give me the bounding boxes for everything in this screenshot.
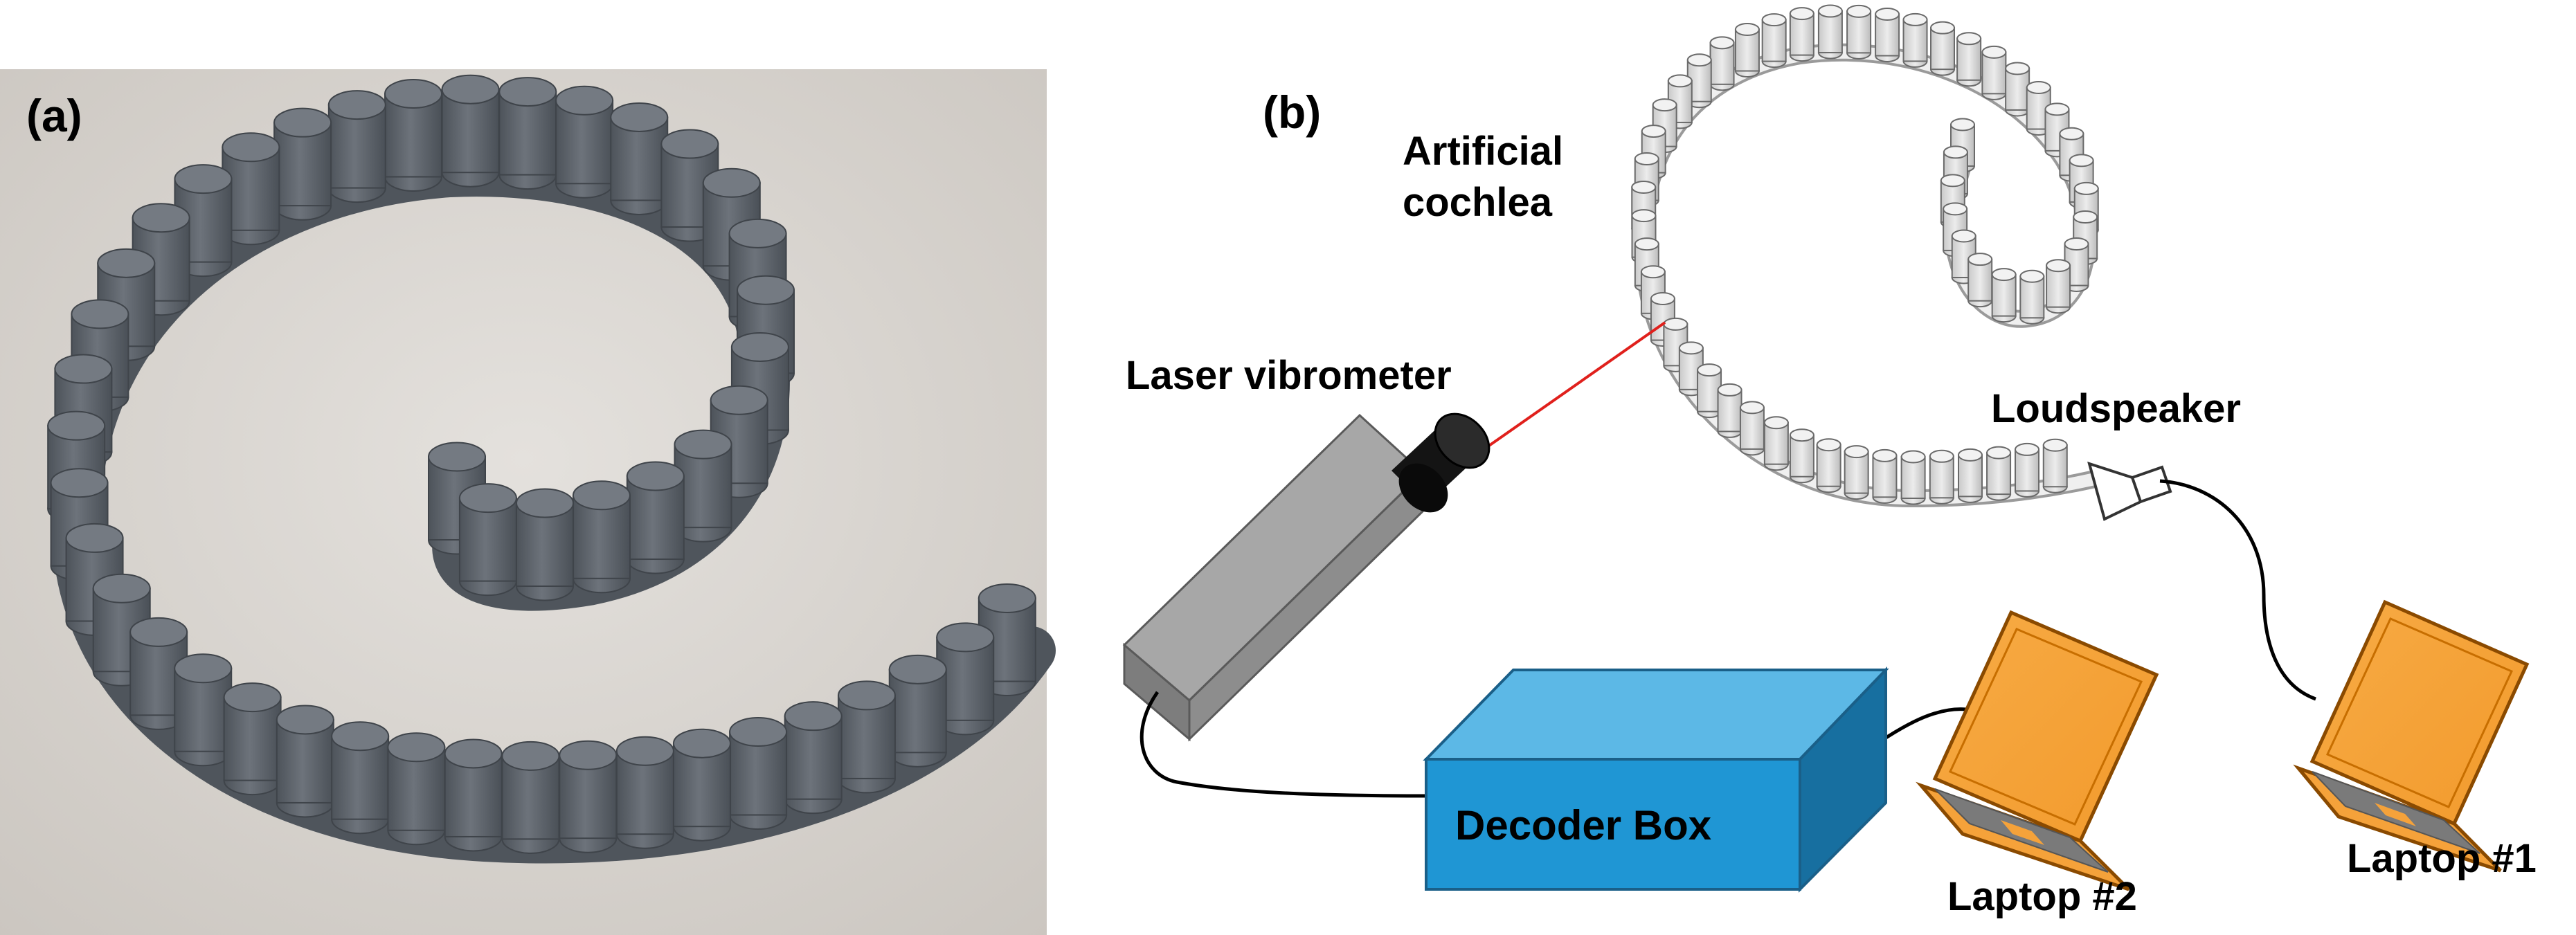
- cylinder: [1902, 12, 1928, 68]
- laptop-1-label: Laptop #1: [2347, 836, 2537, 881]
- cylinder: [1967, 253, 1993, 308]
- cylinder: [729, 717, 788, 830]
- cylinder: [672, 728, 731, 842]
- cylinder: [626, 461, 685, 574]
- cylinder: [888, 654, 947, 768]
- cylinder: [2046, 259, 2071, 314]
- panel-b-label: (b): [1263, 87, 1321, 138]
- cylinder: [610, 102, 669, 215]
- laptop-1-icon: [2293, 599, 2530, 873]
- cylinder: [1956, 32, 1982, 87]
- cylinder: [331, 721, 390, 835]
- cylinder: [276, 705, 334, 818]
- cylinder: [273, 107, 332, 221]
- cylinder: [498, 77, 557, 190]
- cylinder: [1678, 341, 1704, 397]
- cylinder: [1981, 45, 2007, 100]
- cylinder: [1846, 4, 1872, 60]
- cylinder: [837, 680, 896, 794]
- cochlea-cylinders: [1631, 4, 2099, 505]
- cylinder: [1817, 4, 1843, 60]
- vibrometer-label: Laser vibrometer: [1126, 353, 1452, 398]
- cylinder: [1739, 401, 1765, 456]
- cylinder: [1986, 446, 2012, 501]
- cylinder: [1991, 268, 2017, 323]
- panel-a-label: (a): [26, 90, 82, 141]
- cylinder: [1929, 449, 1954, 505]
- cylinder: [1875, 8, 1900, 63]
- artificial-cochlea: [1631, 4, 2110, 508]
- cylinder: [615, 736, 674, 849]
- cylinder: [1789, 428, 1814, 484]
- panel-b-diagram: (b) Artificial cochlea Laser vibrometer: [1122, 4, 2537, 919]
- cylinder: [2019, 269, 2045, 325]
- cylinder: [1761, 13, 1787, 69]
- laptop-2-icon: [1916, 610, 2159, 891]
- cylinder: [1709, 36, 1735, 91]
- cylinder: [1697, 363, 1722, 419]
- cylinder: [2015, 442, 2040, 498]
- cylinder: [501, 741, 560, 854]
- cylinder: [555, 85, 614, 199]
- laser-vibrometer: [1122, 412, 1490, 742]
- cylinder: [444, 738, 503, 852]
- cylinder: [223, 682, 282, 796]
- loudspeaker-icon: [2087, 461, 2172, 521]
- cylinder: [1717, 383, 1742, 438]
- cylinder: [559, 740, 618, 853]
- laptop-2-label: Laptop #2: [1947, 874, 2137, 919]
- cylinder: [2042, 438, 2068, 493]
- cylinder: [1957, 448, 1983, 503]
- cylinder: [516, 488, 575, 601]
- cylinder: [1734, 23, 1760, 78]
- cylinder: [327, 90, 386, 203]
- vibrometer-lens: [1391, 412, 1490, 513]
- cylinder: [384, 79, 443, 192]
- cylinder: [572, 480, 631, 594]
- panel-a-photo: (a): [0, 69, 1056, 935]
- cylinder: [174, 653, 233, 767]
- cochlea-label-line2: cochlea: [1403, 180, 1553, 225]
- cylinder: [1844, 445, 1869, 500]
- cylinder: [784, 701, 843, 815]
- cylinder: [1789, 7, 1814, 62]
- loudspeaker-label: Loudspeaker: [1991, 386, 2241, 431]
- decoder-box: [1423, 666, 1889, 893]
- cylinder: [1872, 448, 1898, 504]
- cable-vibrometer-decoder: [1140, 691, 1427, 798]
- cylinder: [1816, 438, 1841, 493]
- cochlea-label-line1: Artificial: [1403, 129, 1563, 174]
- cylinder: [1900, 450, 1926, 505]
- cable-loudspeaker-laptop1: [2159, 479, 2316, 701]
- cylinder: [1763, 416, 1789, 471]
- cylinder: [2005, 62, 2030, 117]
- cylinder: [458, 483, 517, 597]
- photo-cylinders: [47, 74, 1036, 854]
- cylinder: [1930, 21, 1956, 76]
- laser-beam: [1479, 321, 1666, 453]
- decoder-box-label: Decoder Box: [1455, 802, 1711, 848]
- cylinder: [387, 732, 446, 846]
- cylinder: [441, 74, 500, 188]
